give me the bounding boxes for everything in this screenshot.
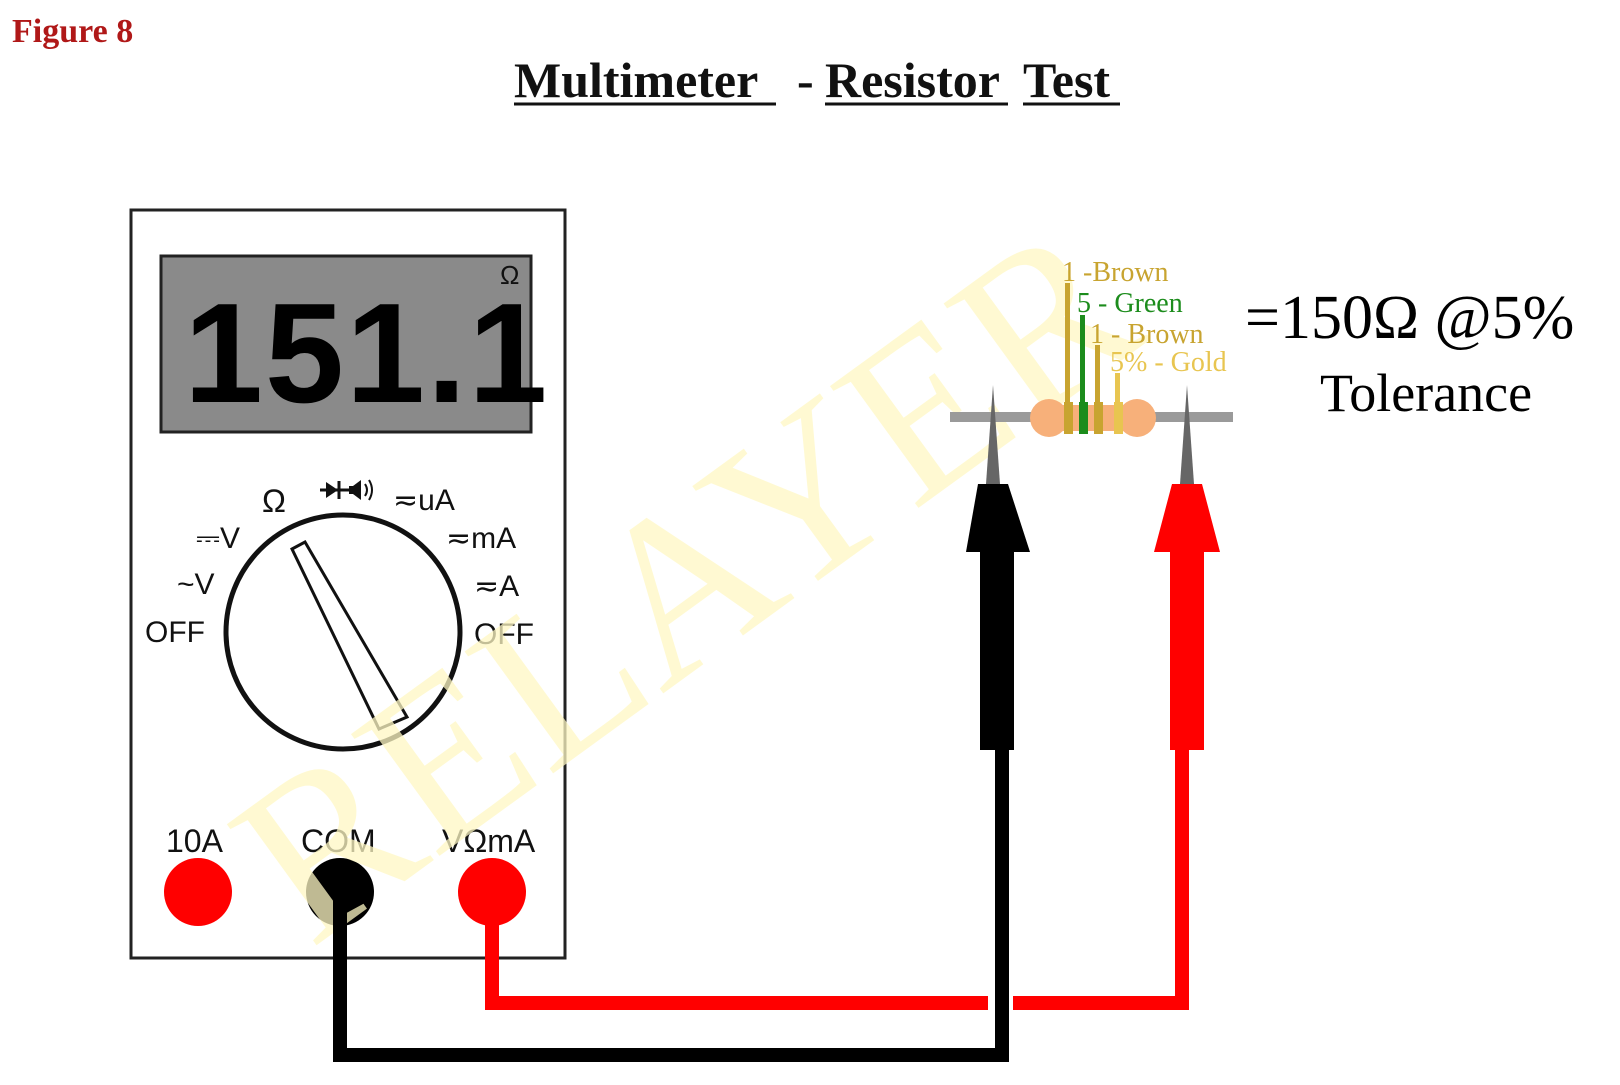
band-2-leader — [1080, 315, 1085, 405]
band-3-label: 1 - Brown — [1090, 319, 1204, 350]
band-3-leader — [1095, 345, 1100, 405]
red-test-lead — [485, 892, 988, 1010]
band-4-leader — [1115, 373, 1120, 405]
band-4-label: 5% - Gold — [1110, 347, 1227, 378]
jack-label-com: COM — [301, 823, 376, 859]
resistance-result: =150Ω @5% — [1245, 284, 1574, 352]
title-separator: - — [797, 52, 814, 108]
tolerance-label: Tolerance — [1320, 363, 1532, 423]
jack-label-10a: 10A — [166, 823, 224, 859]
display-reading: 151.1 — [184, 274, 549, 433]
band-2-stripe — [1079, 402, 1088, 434]
jack-label-vohm-ma: VΩmA — [442, 823, 536, 859]
black-probe[interactable] — [966, 385, 1030, 750]
dial-label-ac-volts: ~V — [177, 568, 215, 601]
diode-continuity-icon — [320, 479, 373, 501]
dial-label-off-right: OFF — [474, 618, 534, 651]
multimeter: 151.1 Ω Ω ≂uA ≂mA ≂A OFF ⎓V ~V OFF 10A C… — [129, 208, 567, 960]
resistor-cap-right — [1118, 399, 1156, 437]
dial-label-amps: ≂A — [474, 570, 519, 603]
diagram-title: Multimeter - Resistor Test — [514, 52, 1120, 108]
red-probe[interactable] — [1154, 385, 1220, 750]
display-unit: Ω — [500, 260, 519, 290]
band-2-label: 5 - Green — [1077, 288, 1183, 319]
band-1-leader — [1065, 283, 1070, 405]
dial-label-off-left: OFF — [145, 616, 205, 649]
band-3-stripe — [1094, 402, 1103, 434]
dial-label-ohm: Ω — [262, 483, 286, 519]
band-1-stripe — [1064, 402, 1073, 434]
dial-pointer — [290, 539, 410, 731]
jack-10a[interactable] — [164, 858, 232, 926]
resistor-cap-left — [1030, 399, 1068, 437]
dial-label-dc-volts: ⎓V — [196, 522, 240, 555]
title-test: Test — [1023, 52, 1110, 108]
lcd-display — [159, 254, 533, 434]
band-1-label: 1 -Brown — [1062, 257, 1169, 288]
dial-label-microamps: ≂uA — [393, 484, 455, 517]
title-multimeter: Multimeter — [514, 52, 758, 108]
black-test-lead — [333, 745, 1009, 1062]
red-test-lead — [1013, 745, 1189, 1010]
band-4-stripe — [1114, 402, 1123, 434]
resistor — [1030, 283, 1156, 437]
figure-label: Figure 8 — [12, 13, 133, 50]
dial-label-milliamps: ≂mA — [446, 522, 516, 555]
title-resistor: Resistor — [825, 52, 1000, 108]
